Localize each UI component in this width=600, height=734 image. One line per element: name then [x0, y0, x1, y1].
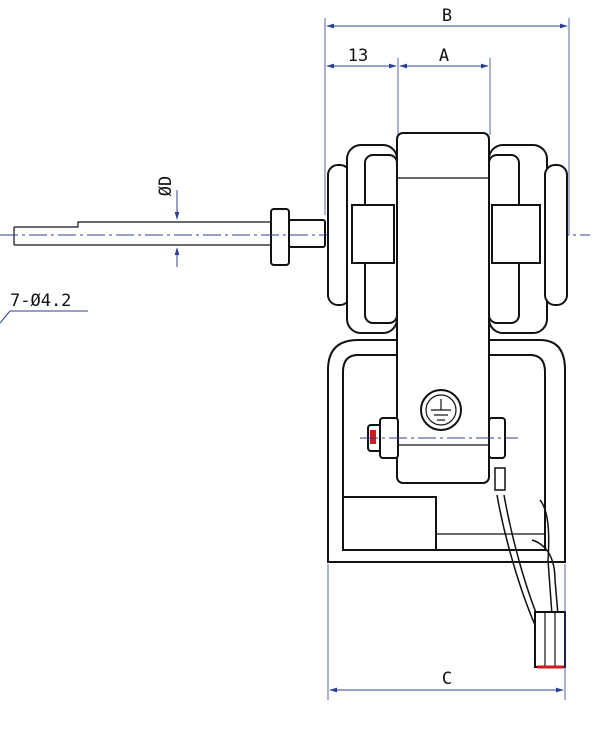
- wire-3: [539, 499, 553, 616]
- ground-icon: [420, 389, 462, 431]
- shaft-top-edge: [14, 221, 325, 228]
- hole-leader: [0, 310, 11, 324]
- nut-red-mark: [370, 430, 376, 444]
- bracket-outline: [327, 339, 566, 563]
- dim-d-label: ØD: [156, 176, 176, 196]
- right-rib: [491, 204, 541, 264]
- right-end-cap-outer: [544, 164, 568, 306]
- wire-4: [531, 539, 559, 616]
- wire-clip: [494, 467, 506, 491]
- dim-b-label: B: [442, 6, 452, 26]
- dimension-13-a: 13 A: [326, 46, 491, 135]
- shaft: [13, 208, 326, 266]
- mounting-bracket: [327, 339, 566, 563]
- dim-a-label: A: [439, 46, 449, 66]
- wire-1: [496, 494, 536, 626]
- lead-wires: [494, 467, 566, 669]
- bolt-assembly: [360, 417, 518, 459]
- bracket-plate: [342, 496, 437, 551]
- stator-stack: [396, 132, 490, 484]
- connector: [534, 611, 566, 668]
- shaft-washer: [270, 208, 290, 266]
- dimension-d: ØD: [156, 176, 180, 267]
- dim-c-label: C: [442, 669, 452, 689]
- left-rib: [351, 204, 395, 264]
- dimension-b: B: [324, 6, 570, 235]
- dimension-c: C: [327, 564, 566, 700]
- dim-13-label: 13: [348, 46, 368, 66]
- shaft-collar: [288, 219, 326, 248]
- hole-note: 7-Ø4.2: [0, 291, 88, 324]
- hole-note-label: 7-Ø4.2: [10, 291, 71, 311]
- motor-body: [327, 132, 568, 484]
